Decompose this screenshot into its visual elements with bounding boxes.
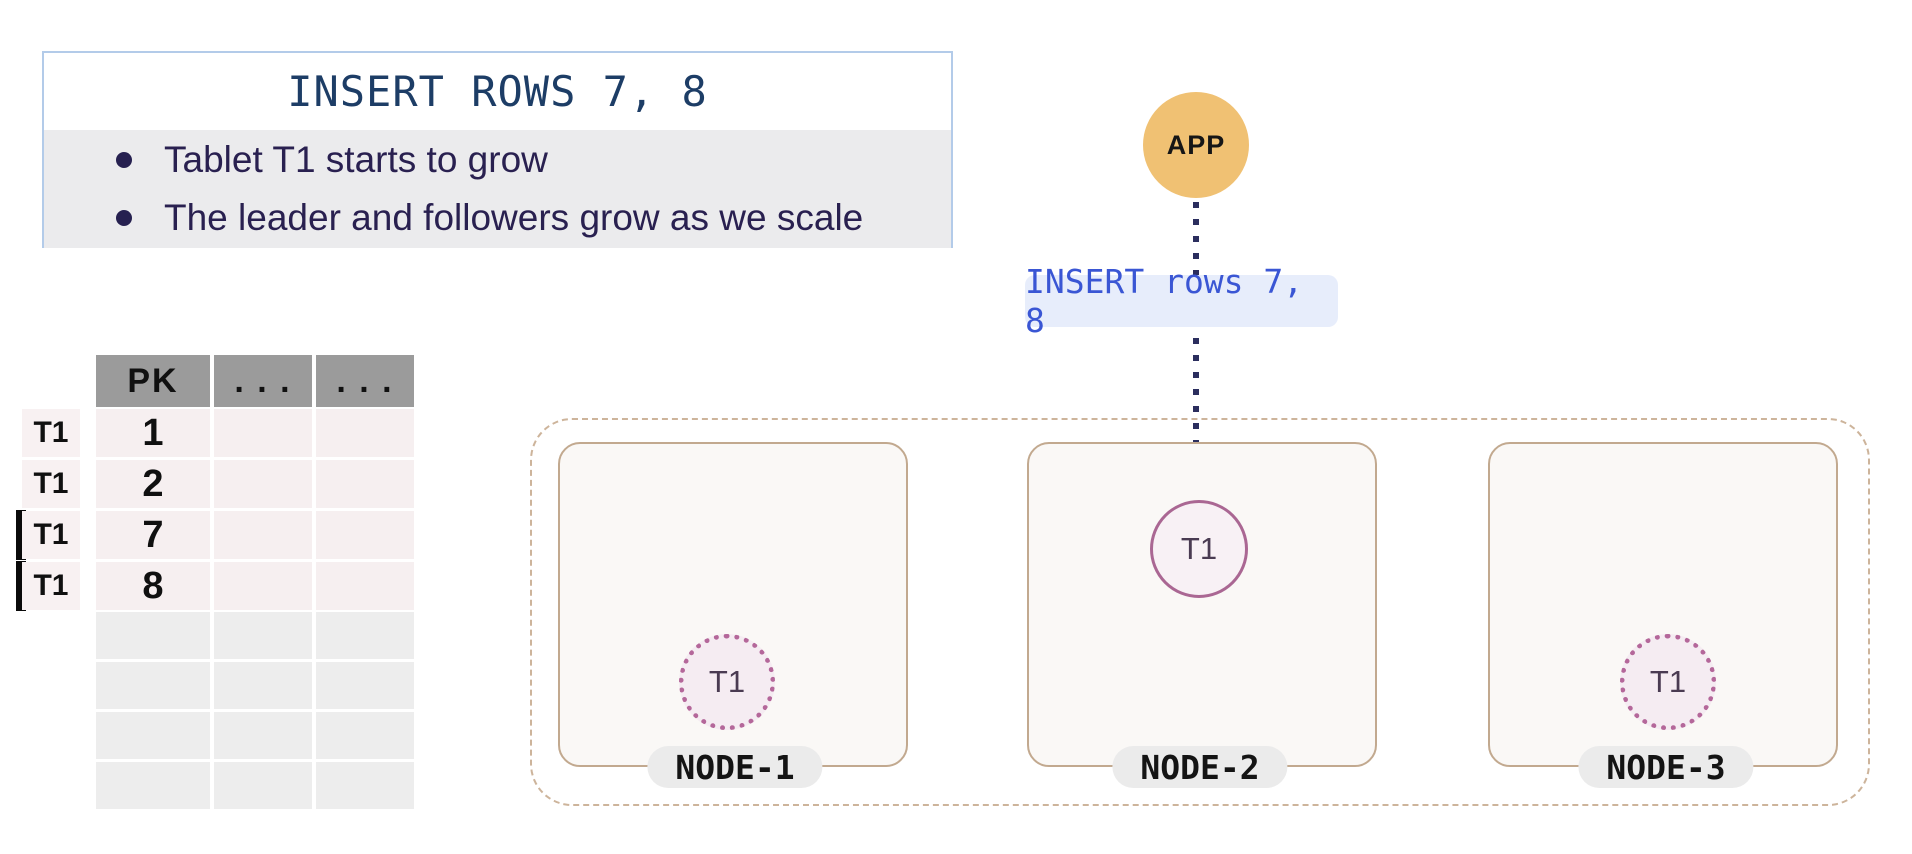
tablet-tag: T1 [22,460,80,508]
data-cell [214,562,312,610]
info-box: INSERT ROWS 7, 8 Tablet T1 starts to gro… [42,51,953,248]
bullet-text: The leader and followers grow as we scal… [164,197,864,238]
node-3-label: NODE-3 [1578,746,1754,788]
bullet-icon [116,152,132,168]
data-cell [214,511,312,559]
cluster-boundary [530,418,1870,806]
request-label: INSERT rows 7, 8 [1025,262,1338,340]
pk-cell: 7 [96,511,210,559]
table-header-col3: . . . [316,355,414,407]
data-cell [316,409,414,457]
node-2-box [1027,442,1377,767]
data-cell [214,409,312,457]
tablet-tag: T1 [22,511,80,559]
data-cell [316,662,414,709]
data-cell [96,662,210,709]
bullet-icon [116,210,132,226]
data-cell [214,460,312,508]
bullet-item: The leader and followers grow as we scal… [116,197,951,239]
data-cell [214,762,312,809]
data-cell [316,612,414,659]
data-cell [316,511,414,559]
data-cell [214,662,312,709]
data-cell [214,612,312,659]
data-cell [96,612,210,659]
table-header-col2: . . . [214,355,312,407]
node-2-label: NODE-2 [1112,746,1288,788]
info-box-body: Tablet T1 starts to grow The leader and … [44,130,951,248]
data-cell [316,460,414,508]
new-row-marker [16,510,26,560]
data-cell [316,562,414,610]
bullet-text: Tablet T1 starts to grow [164,139,548,180]
pk-cell: 2 [96,460,210,508]
table-header-pk: PK [96,355,210,407]
new-row-marker [16,561,26,611]
data-cell [214,712,312,759]
data-cell [96,712,210,759]
tablet-tag: T1 [22,562,80,610]
data-cell [316,762,414,809]
request-arrow-line [1193,202,1199,474]
app-circle: APP [1143,92,1249,198]
data-cell [316,712,414,759]
bullet-item: Tablet T1 starts to grow [116,139,951,181]
node-1-label: NODE-1 [647,746,823,788]
node-1-box [558,442,908,767]
pk-cell: 1 [96,409,210,457]
pk-table: PK . . . . . . T1 1 T1 2 T1 7 T1 [16,355,416,815]
info-box-title: INSERT ROWS 7, 8 [287,67,708,116]
tablet-t1-follower-node3: T1 [1620,634,1716,730]
tablet-tag: T1 [22,409,80,457]
tablet-t1-follower-node1: T1 [679,634,775,730]
tablet-t1-leader-node2: T1 [1150,500,1248,598]
data-cell [96,762,210,809]
pk-cell: 8 [96,562,210,610]
